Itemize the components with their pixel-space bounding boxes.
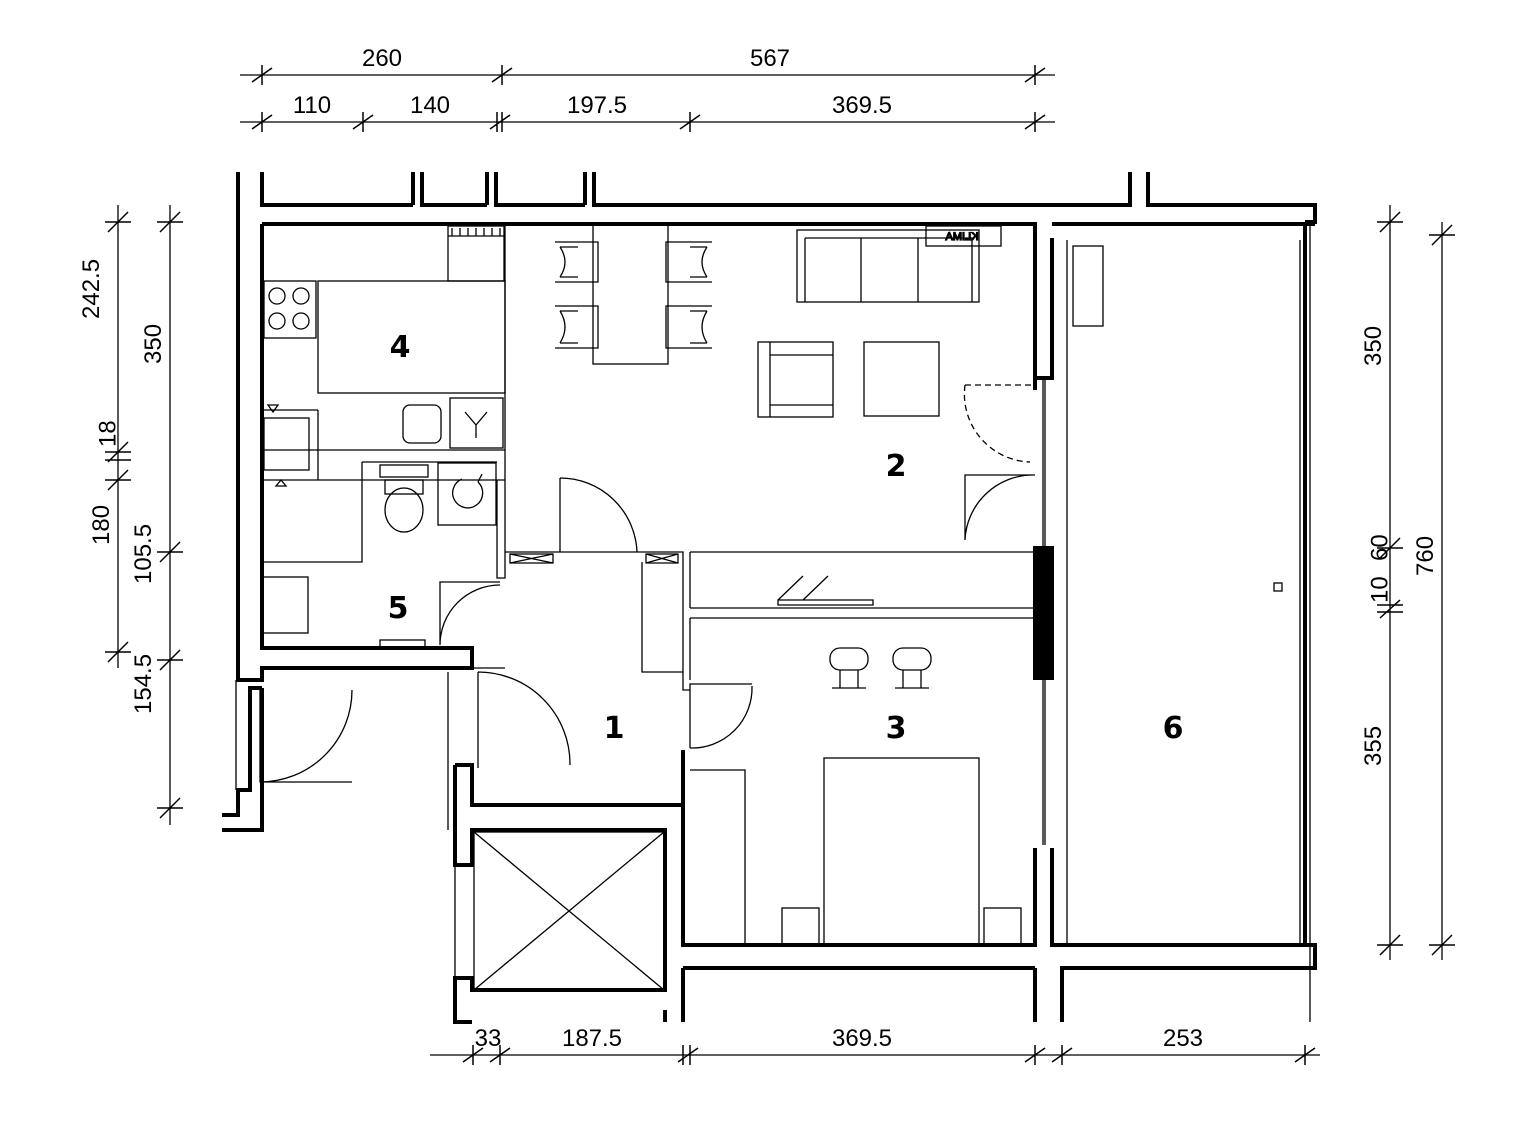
chairs [555, 241, 712, 349]
dimension-labels: 260 567 110 140 197.5 369.5 33 187.5 369… [78, 45, 1439, 1052]
dim-bottom-253: 253 [1163, 1025, 1203, 1052]
dimension-lines [105, 65, 1455, 1065]
dim-left-154-5: 154.5 [130, 654, 157, 714]
dim-top-197-5: 197.5 [567, 92, 627, 119]
dining-table [592, 223, 669, 365]
toilet [384, 487, 424, 533]
stools [829, 647, 932, 689]
furniture: KLIMA [261, 223, 1283, 991]
ac-label: KLIMA [945, 231, 979, 243]
room-6-label: 6 [1163, 711, 1184, 746]
dim-top-140: 140 [410, 92, 450, 119]
doors [259, 384, 1035, 783]
armchair [757, 341, 834, 418]
partitions [235, 222, 1311, 1022]
dim-right-60: 60 [1367, 534, 1394, 561]
room-2-label: 2 [886, 449, 907, 484]
dim-top-369-5: 369.5 [832, 92, 892, 119]
room-labels: 1 2 3 4 5 6 [388, 330, 1184, 746]
washing-machine [437, 462, 497, 526]
walls [222, 172, 1317, 1024]
dim-right-355: 355 [1360, 726, 1387, 766]
dim-left-242-5: 242.5 [78, 259, 105, 319]
door-entrance[interactable] [259, 689, 353, 783]
dim-left-18: 18 [95, 420, 122, 447]
room-5-label: 5 [388, 591, 409, 626]
balcony-unit [1072, 245, 1104, 327]
dim-top-567: 567 [750, 45, 790, 72]
kitchen-island [317, 280, 506, 394]
dim-bottom-33: 33 [475, 1025, 502, 1052]
elevator [473, 831, 665, 991]
dim-left-105-5: 105.5 [130, 524, 157, 584]
cooktop [263, 280, 317, 339]
dim-top-260: 260 [362, 45, 402, 72]
door-balcony[interactable] [964, 474, 1035, 541]
air-conditioner [925, 225, 1002, 247]
dim-bottom-369-5: 369.5 [832, 1025, 892, 1052]
dim-left-180: 180 [88, 505, 115, 545]
dim-left-350: 350 [140, 324, 167, 364]
dim-right-760: 760 [1412, 536, 1439, 576]
sink [402, 404, 442, 444]
dim-top-110: 110 [293, 92, 331, 119]
door-bathroom[interactable] [439, 581, 501, 646]
room-3-label: 3 [886, 711, 907, 746]
door-bedroom[interactable] [689, 683, 753, 749]
door-living[interactable] [559, 477, 638, 553]
bed [823, 757, 980, 946]
room-1-label: 1 [604, 711, 625, 746]
coffee-table [863, 341, 940, 417]
room-4-label: 4 [390, 330, 411, 365]
sofa [796, 229, 980, 303]
dim-right-10: 10 [1367, 576, 1394, 603]
door-entrance-hall[interactable] [477, 671, 571, 768]
dim-right-350: 350 [1360, 326, 1387, 366]
dim-bottom-187-5: 187.5 [562, 1025, 622, 1052]
